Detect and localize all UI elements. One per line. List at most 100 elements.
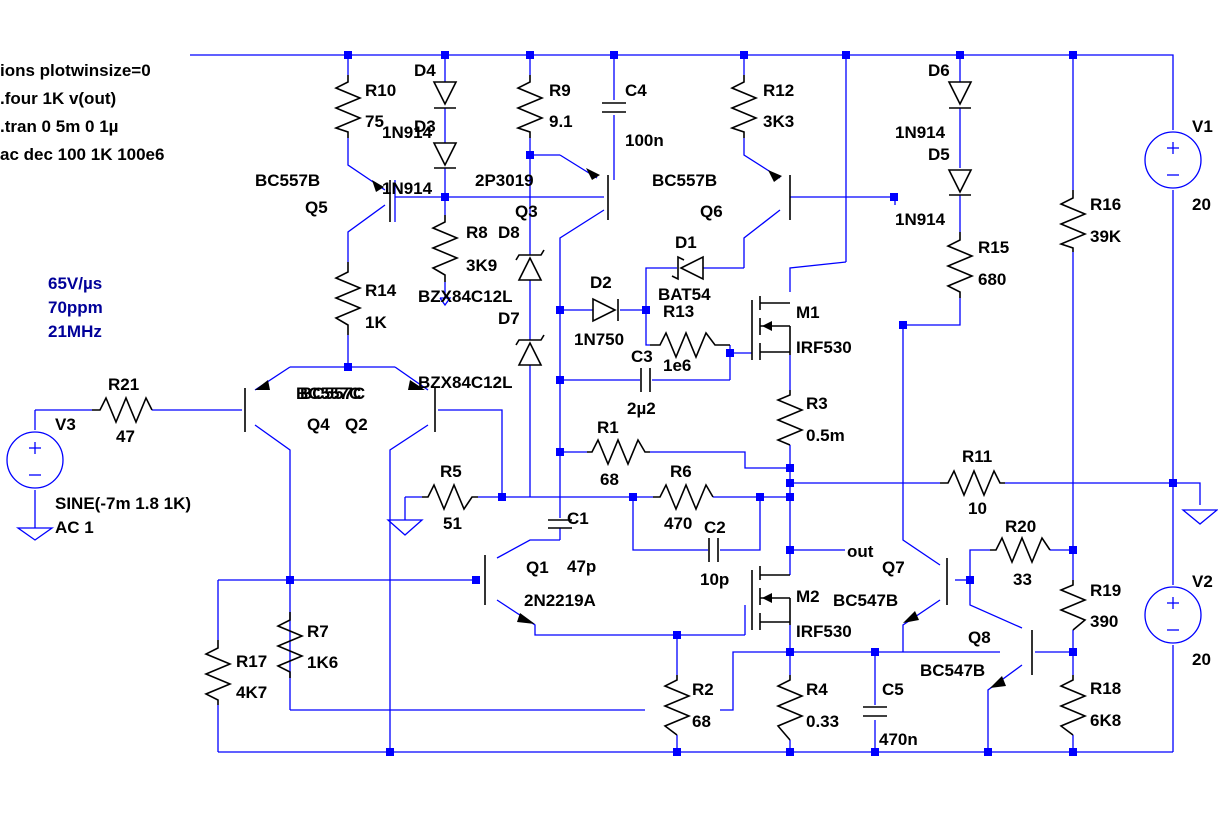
label-ref: R2: [692, 680, 714, 699]
component-symbols: [6, 75, 1218, 741]
ground-symbol: [15, 527, 55, 541]
resistor-r20-symbol: [990, 535, 1051, 565]
note-thd: 70ppm: [48, 298, 103, 317]
label-ref: V2: [1192, 572, 1213, 591]
capacitor-c4-symbol: [602, 102, 626, 113]
label-value: IRF530: [796, 338, 852, 357]
zener-d8-symbol: [515, 249, 545, 281]
label-ref: R13: [663, 302, 694, 321]
label-ref: Q5: [305, 198, 328, 217]
source-v3-symbol: [6, 431, 64, 489]
label-ref: D8: [498, 223, 520, 242]
label-value: 51: [443, 514, 462, 533]
label-value: 33: [1013, 570, 1032, 589]
label-value: 68: [692, 712, 711, 731]
label-ref: M1: [796, 303, 820, 322]
label-ref: D7: [498, 309, 520, 328]
resistor-r13-symbol: [650, 330, 730, 360]
label-ref: Q6: [700, 202, 723, 221]
label-ref: D6: [928, 61, 950, 80]
resistor-r16-symbol: [1058, 190, 1088, 252]
resistor-r8-symbol: [430, 215, 460, 282]
performance-notes: 65V/µs 70ppm 21MHz: [48, 274, 103, 341]
resistor-r1-symbol: [587, 437, 650, 467]
resistor-r4-symbol: [775, 675, 805, 741]
label-ref: R4: [806, 680, 828, 699]
wires: [34, 54, 1201, 753]
resistor-r11-symbol: [940, 468, 1005, 498]
transistor-q6-symbol: [768, 170, 791, 220]
label-value: 75: [365, 112, 384, 131]
label-value: 2µ2: [627, 399, 656, 418]
resistor-r10-symbol: [333, 75, 363, 138]
label-value: BZX84C12L: [418, 373, 512, 392]
label-ref: R12: [763, 81, 794, 100]
resistor-r21-symbol: [92, 395, 153, 425]
resistor-r14-symbol: [333, 262, 363, 335]
label-value: 1K: [365, 313, 387, 332]
resistor-r18-symbol: [1058, 675, 1088, 736]
label-ref: C3: [631, 347, 653, 366]
label-ref: R7: [307, 622, 329, 641]
label-ref: D5: [928, 145, 950, 164]
label-ref: R9: [549, 81, 571, 100]
label-value: 20: [1192, 650, 1211, 669]
capacitor-c5-symbol: [863, 706, 887, 717]
label-value: 3K9: [466, 256, 497, 275]
label-ref: D2: [590, 273, 612, 292]
schottky-d1-symbol: [671, 255, 704, 281]
capacitor-c1-symbol: [548, 519, 572, 529]
ground-symbol: [386, 519, 424, 536]
label-value: BC547B: [833, 591, 898, 610]
label-ref: M2: [796, 587, 820, 606]
label-ref: V3: [55, 415, 76, 434]
zener-d2-symbol: [592, 297, 619, 323]
label-value: 680: [978, 270, 1006, 289]
label-value: 1N914: [382, 123, 433, 142]
ground-symbol: [1181, 509, 1218, 525]
label-value: 3K3: [763, 112, 794, 131]
transistor-q2-symbol: [408, 380, 436, 432]
label-value: 1e6: [663, 356, 691, 375]
transistor-q4-symbol: [244, 380, 270, 432]
label-ref: Q7: [882, 558, 905, 577]
label-value: SINE(-7m 1.8 1K): [55, 494, 191, 513]
transistor-q7-symbol: [903, 558, 948, 623]
transistor-q5-symbol: [372, 180, 391, 222]
zener-d7-symbol: [515, 334, 545, 366]
label-ref: R6: [670, 462, 692, 481]
label-ref: C1: [567, 509, 589, 528]
mosfet-m2-symbol: [751, 566, 791, 630]
label-ref: V1: [1192, 117, 1213, 136]
junctions: [286, 51, 1177, 756]
label-value: 47p: [567, 557, 596, 576]
label-value: 100n: [625, 131, 664, 150]
label-value: BC557B: [255, 171, 320, 190]
resistor-r12-symbol: [729, 75, 759, 138]
note-bandwidth: 21MHz: [48, 322, 102, 341]
diode-d6-symbol: [947, 81, 973, 109]
label-ref: R5: [440, 462, 462, 481]
label-ref: R3: [806, 394, 828, 413]
resistor-r6-symbol: [653, 482, 714, 512]
label-ref: R10: [365, 81, 396, 100]
label-ref: R14: [365, 281, 397, 300]
label-value: BC557C: [300, 384, 365, 403]
spice-directives: ions plotwinsize=0 .four 1K v(out) .tran…: [0, 61, 164, 164]
mosfet-m1-symbol: [751, 296, 791, 360]
label-ref: R21: [108, 375, 139, 394]
directive-line: .four 1K v(out): [0, 89, 116, 108]
directive-line: .tran 0 5m 0 1µ: [0, 117, 118, 136]
resistor-r2-symbol: [662, 675, 692, 736]
label-ref: C4: [625, 81, 647, 100]
label-ref: D4: [414, 61, 436, 80]
label-value: BZX84C12L: [418, 287, 512, 306]
resistor-r15-symbol: [945, 232, 975, 298]
label-value: 1K6: [307, 653, 338, 672]
label-ref: C5: [882, 680, 904, 699]
source-v1-symbol: [1144, 131, 1202, 189]
label-value: 390: [1090, 612, 1118, 631]
capacitor-c3-symbol: [640, 368, 651, 392]
label-value: BC547B: [920, 661, 985, 680]
label-value: 39K: [1090, 227, 1122, 246]
